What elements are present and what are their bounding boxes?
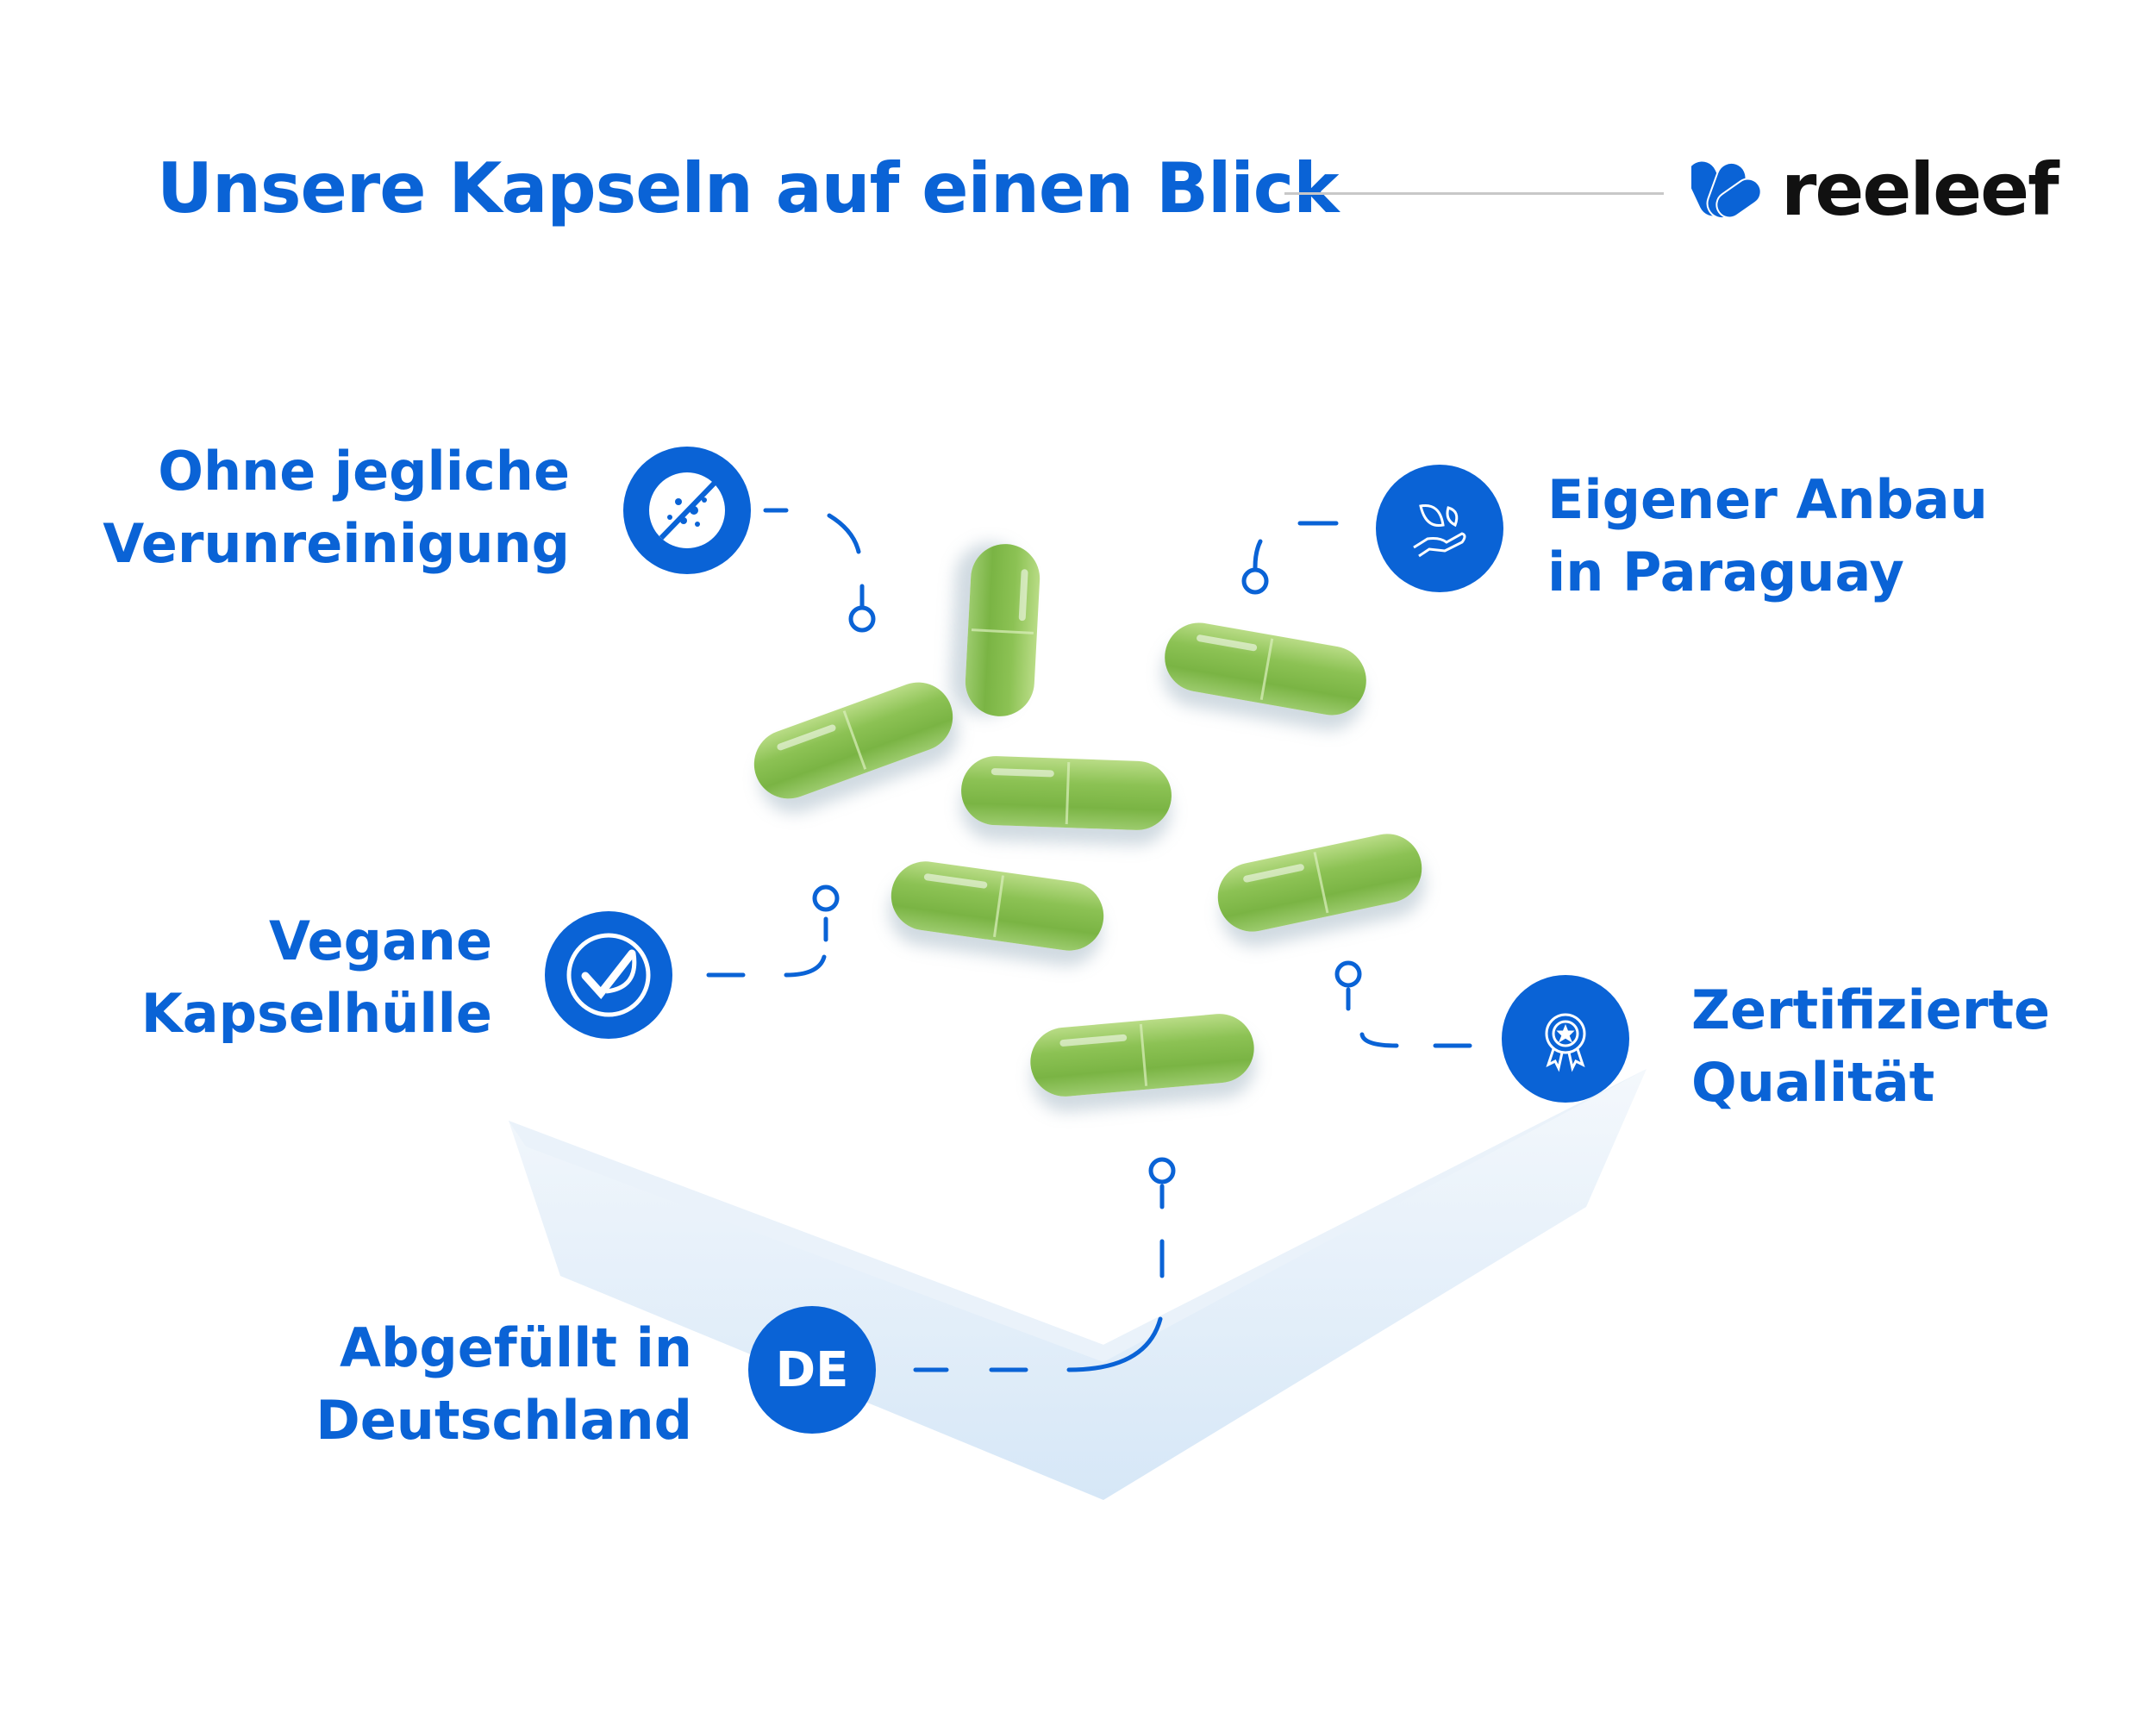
page-title: Unsere Kapseln auf einen Blick [157, 148, 1339, 228]
feature-line: Zertifizierte [1691, 978, 2051, 1041]
connector-2 [1241, 521, 1339, 595]
feature-line: Deutschland [316, 1389, 692, 1452]
vegan-leaf-check-icon [545, 911, 672, 1039]
feature-line: in Paraguay [1547, 541, 1904, 603]
feature-line: Kapselhülle [141, 982, 492, 1045]
connector-5 [913, 1157, 1176, 1372]
hand-leaves-icon [1376, 465, 1503, 592]
feature-no-contaminants-label: Ohne jegliche Verunreinigung [103, 435, 570, 580]
de-badge: DE [748, 1306, 876, 1434]
feature-line: Qualität [1691, 1051, 1935, 1114]
brand-name: reeleef [1781, 147, 2059, 232]
connector-1 [763, 508, 876, 633]
feature-certified-quality-label: Zertifizierte Qualität [1691, 974, 2050, 1119]
award-badge-icon [1502, 975, 1629, 1103]
brand-logo: reeleef [1691, 147, 2059, 232]
header-divider [1284, 192, 1664, 195]
feature-line: Ohne jegliche [158, 440, 570, 503]
feature-line: Eigener Anbau [1547, 468, 1988, 531]
feature-vegan-capsule-label: Vegane Kapselhülle [141, 905, 492, 1050]
capsule-logo-icon [1691, 161, 1762, 220]
feature-line: Vegane [268, 909, 492, 972]
feature-filled-in-germany-label: Abgefüllt in Deutschland [316, 1312, 692, 1457]
feature-own-cultivation-label: Eigener Anbau in Paraguay [1547, 464, 1988, 609]
no-contaminants-icon [623, 447, 751, 574]
connector-4 [1334, 960, 1472, 1048]
feature-line: Abgefüllt in [339, 1316, 692, 1379]
connector-3 [706, 884, 840, 978]
feature-line: Verunreinigung [103, 512, 570, 575]
